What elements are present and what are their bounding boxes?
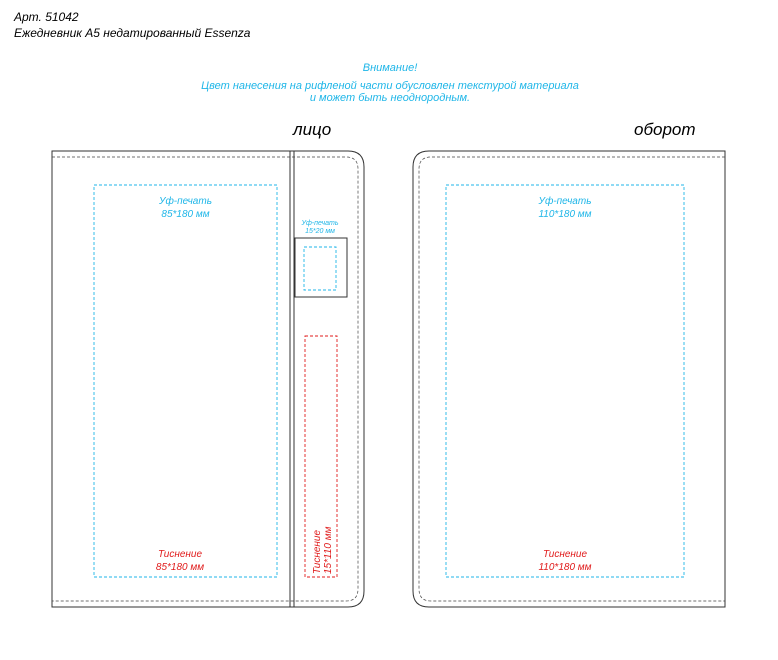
front-cover: Уф-печать 85*180 мм Тиснение 85*180 мм У…: [51, 150, 365, 608]
back-uv-size: 110*180 мм: [538, 209, 591, 220]
back-cover: Уф-печать 110*180 мм Тиснение 110*180 мм: [412, 150, 726, 608]
back-side-label: оборот: [634, 120, 696, 139]
front-side-label: лицо: [293, 120, 332, 139]
front-uv-title: Уф-печать: [158, 195, 212, 207]
product-name: Ежедневник А5 недатированный Essenza: [14, 26, 251, 40]
notice-line-1: Цвет нанесения на рифленой части обуслов…: [201, 80, 579, 92]
spine-emboss-area: [304, 335, 338, 578]
front-emboss-size: 85*180 мм: [156, 562, 204, 573]
front-emboss-title: Тиснение: [158, 549, 202, 560]
notice-title: Внимание!: [362, 62, 418, 74]
spine-uv-print-area: [303, 246, 337, 291]
front-uv-size: 85*180 мм: [161, 209, 209, 220]
spine-emboss-title: Тиснение: [312, 530, 323, 574]
front-cover-stitching: [52, 156, 359, 602]
back-uv-title: Уф-печать: [538, 195, 592, 207]
back-cover-outline: [412, 150, 726, 608]
spine-emboss-size: 15*110 мм: [323, 526, 334, 574]
spine-label-plate: [294, 237, 348, 298]
back-emboss-title: Тиснение: [543, 549, 587, 560]
back-emboss-size: 110*180 мм: [538, 562, 591, 573]
front-cover-outline: [51, 150, 365, 608]
article-number: Арт. 51042: [14, 10, 79, 24]
front-uv-print-area: [93, 184, 278, 578]
spine-uv-title: Уф-печать: [300, 220, 338, 227]
back-cover-stitching: [418, 156, 725, 602]
notice-line-2: и может быть неоднородным.: [309, 92, 471, 104]
spine-uv-size: 15*20 мм: [305, 228, 335, 235]
